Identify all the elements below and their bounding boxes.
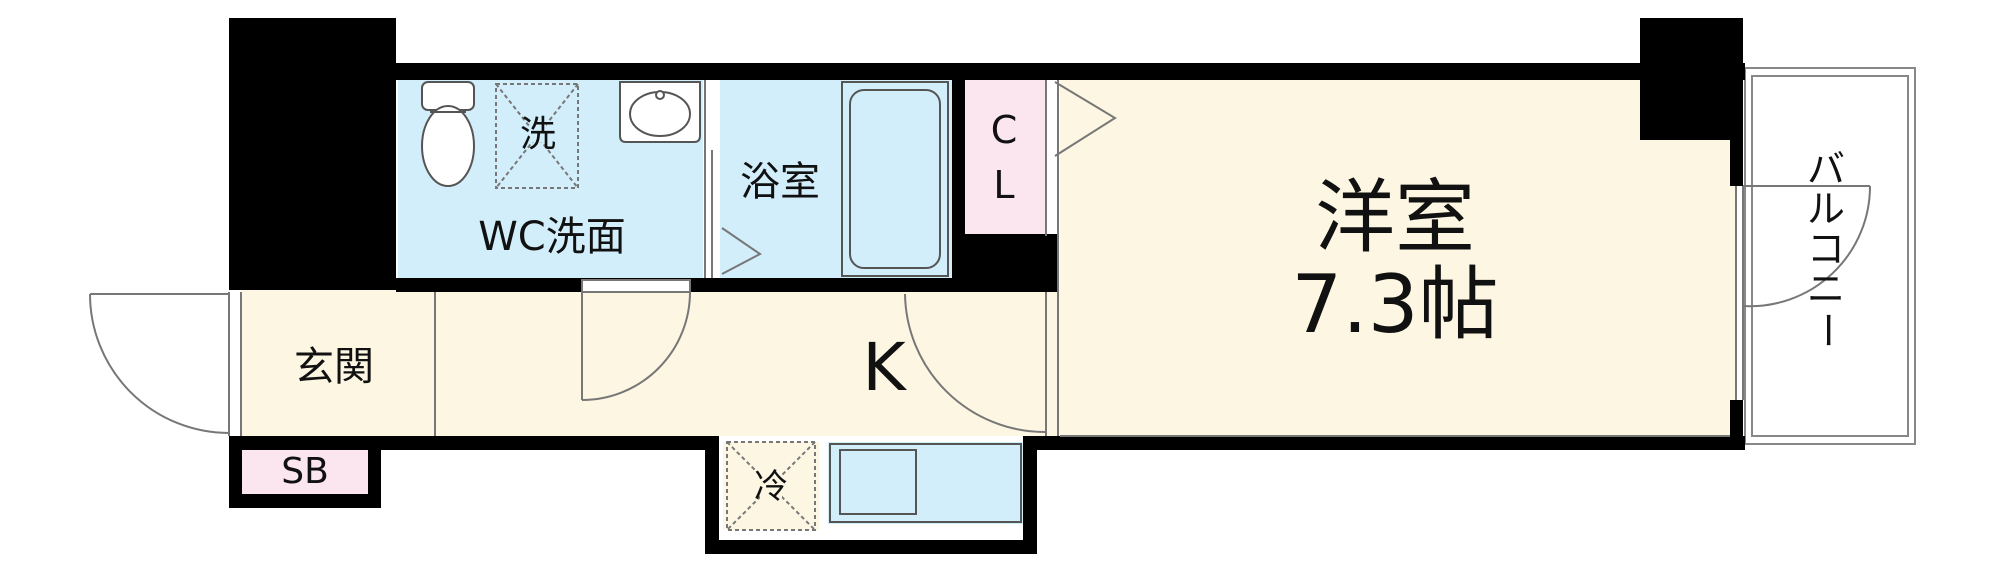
balcony-label: バ ル コ ニ ー: [1805, 147, 1849, 349]
shoe-box-label: SB: [281, 451, 329, 492]
balcony: [1744, 67, 1916, 445]
room-door[interactable]: [904, 292, 1046, 433]
wash-label: 洗: [520, 114, 556, 155]
wash-basin-icon: [619, 81, 701, 143]
svg-text:ル: ル: [1807, 187, 1845, 231]
closet-door[interactable]: [1054, 81, 1117, 157]
svg-text:ー: ー: [1805, 311, 1849, 349]
fridge-label: 冷: [754, 467, 788, 507]
shoe-box-floor: [242, 442, 368, 494]
entrance-door[interactable]: [89, 293, 230, 434]
kitchen-counter: [828, 442, 1023, 524]
washing-machine-area: [495, 83, 579, 189]
interior-lines: [228, 80, 1730, 437]
walls: [229, 18, 1745, 554]
sink-icon: [829, 443, 1022, 523]
bathtub-icon: [841, 81, 949, 277]
closet-label-l: L: [993, 163, 1014, 207]
wc-door[interactable]: [581, 279, 691, 401]
kitchen-label: K: [862, 329, 907, 406]
entrance-label: 玄関: [294, 344, 374, 390]
svg-text:コ: コ: [1807, 227, 1845, 271]
entrance-floor: [242, 290, 435, 436]
closet-label-c: C: [991, 108, 1018, 152]
fridge-area: [726, 441, 816, 531]
svg-text:ニ: ニ: [1807, 267, 1845, 311]
bathroom-label: 浴室: [740, 159, 820, 205]
western-room-label: 洋室: [1315, 171, 1475, 264]
wc-washroom-label: WC洗面: [478, 214, 625, 260]
balcony-door[interactable]: [1735, 185, 1872, 400]
kitchen-floor: [435, 290, 1060, 436]
closet-floor: [965, 78, 1045, 234]
western-room-size: 7.3帖: [1291, 258, 1498, 351]
western-room-floor: [1060, 78, 1735, 436]
svg-text:バ: バ: [1807, 147, 1845, 191]
toilet-icon: [421, 81, 475, 187]
bathroom-door[interactable]: [711, 150, 762, 278]
bathroom-floor: [720, 80, 952, 278]
